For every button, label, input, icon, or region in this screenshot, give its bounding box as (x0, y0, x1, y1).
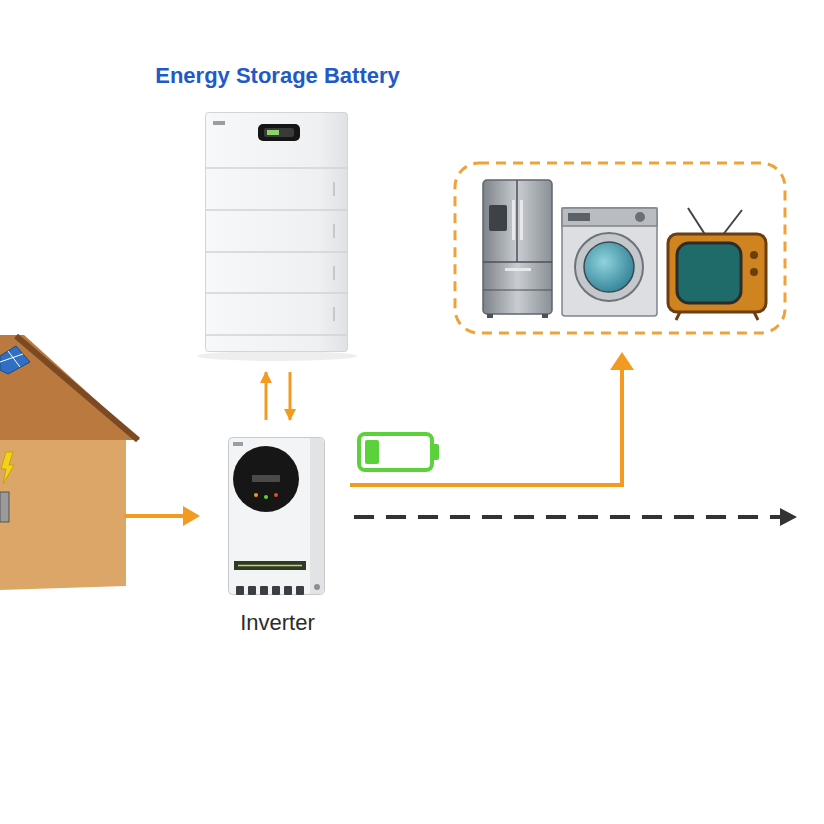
inverter-node: Inverter (205, 420, 350, 640)
inverter-body (229, 438, 325, 595)
tv-leg (754, 312, 758, 320)
charge-icon-body (359, 434, 432, 470)
tv-knob (750, 251, 758, 259)
component-label: Inverter (205, 610, 350, 636)
arrow-head (183, 506, 200, 526)
tv-antenna (688, 208, 706, 236)
battery-logo (213, 121, 225, 125)
tv-antenna (722, 210, 742, 236)
solar-panel-grid (0, 354, 23, 362)
battery-display (258, 124, 300, 141)
battery-module-mark (333, 224, 335, 238)
grid-export-line (354, 515, 783, 519)
inverter-connector (236, 586, 244, 595)
power-line (350, 366, 622, 485)
battery-display-screen (264, 128, 294, 137)
battery-module-mark (333, 266, 335, 280)
inverter-connector (260, 586, 268, 595)
washer-door (575, 233, 643, 301)
battery-graphic (205, 112, 348, 352)
fridge-handle (520, 200, 523, 240)
inverter-side-panel (310, 438, 324, 594)
battery-module-line (206, 209, 347, 211)
inverter-switch (314, 584, 320, 590)
fridge-body (483, 180, 552, 314)
inverter-led (254, 493, 258, 497)
inverter-display (233, 446, 299, 512)
inverter-connector (272, 586, 280, 595)
inverter-led (274, 493, 278, 497)
inverter-connector (284, 586, 292, 595)
battery-module-line (206, 167, 347, 169)
tv-leg (676, 312, 680, 320)
fridge-foot (487, 314, 493, 318)
charge-icon-terminal (432, 444, 439, 460)
tv-knob (750, 268, 758, 276)
battery-display-level (267, 130, 279, 135)
lightning-bolt (1, 452, 14, 484)
washer-body (562, 208, 657, 316)
tv-screen (677, 243, 741, 303)
power-flow-arrow (265, 372, 268, 420)
inverter-display-screen (252, 475, 280, 482)
solar-panel (0, 346, 30, 374)
appliance-group-outline (455, 163, 785, 333)
battery-shadow (197, 351, 357, 361)
battery-module-line (206, 334, 347, 336)
house (0, 335, 140, 590)
washing-machine (562, 208, 657, 316)
battery-body (206, 113, 348, 352)
battery-module-line (206, 292, 347, 294)
arrow-head (610, 352, 634, 370)
washer-dial (635, 212, 645, 222)
fridge-door-split (516, 180, 518, 262)
television (668, 208, 766, 320)
inverter-led (264, 495, 268, 499)
battery-module-mark (333, 307, 335, 321)
washer-display (568, 213, 590, 221)
fridge-dispenser (489, 205, 507, 231)
washer-window (584, 242, 634, 292)
power-flow-arrow (289, 372, 292, 420)
house-roof (0, 335, 140, 440)
fridge-handle (512, 200, 515, 240)
battery-node: Energy Storage Battery (130, 60, 425, 372)
tv-body (668, 234, 766, 312)
inverter-connector (296, 586, 304, 595)
washer-panel (562, 208, 657, 226)
inverter-graphic (228, 437, 325, 595)
fridge-foot (542, 314, 548, 318)
arrow-head (780, 508, 797, 526)
component-heading: Energy Storage Battery (130, 63, 425, 89)
power-arrow (124, 514, 186, 518)
inverter-stripe (234, 561, 306, 570)
refrigerator (483, 180, 552, 318)
inverter-logo (233, 442, 243, 446)
battery-module-mark (333, 182, 335, 196)
inverter-stripe-line (238, 565, 302, 567)
meter-box (0, 492, 9, 522)
roof-edge (16, 336, 138, 440)
battery-module-line (206, 251, 347, 253)
charge-icon-level (365, 440, 379, 464)
fridge-handle (505, 268, 531, 271)
house-wall (0, 428, 126, 590)
fridge-drawer-line (483, 261, 552, 263)
fridge-drawer-line (483, 290, 552, 291)
charge-icon (359, 434, 439, 470)
inverter-connector (248, 586, 256, 595)
